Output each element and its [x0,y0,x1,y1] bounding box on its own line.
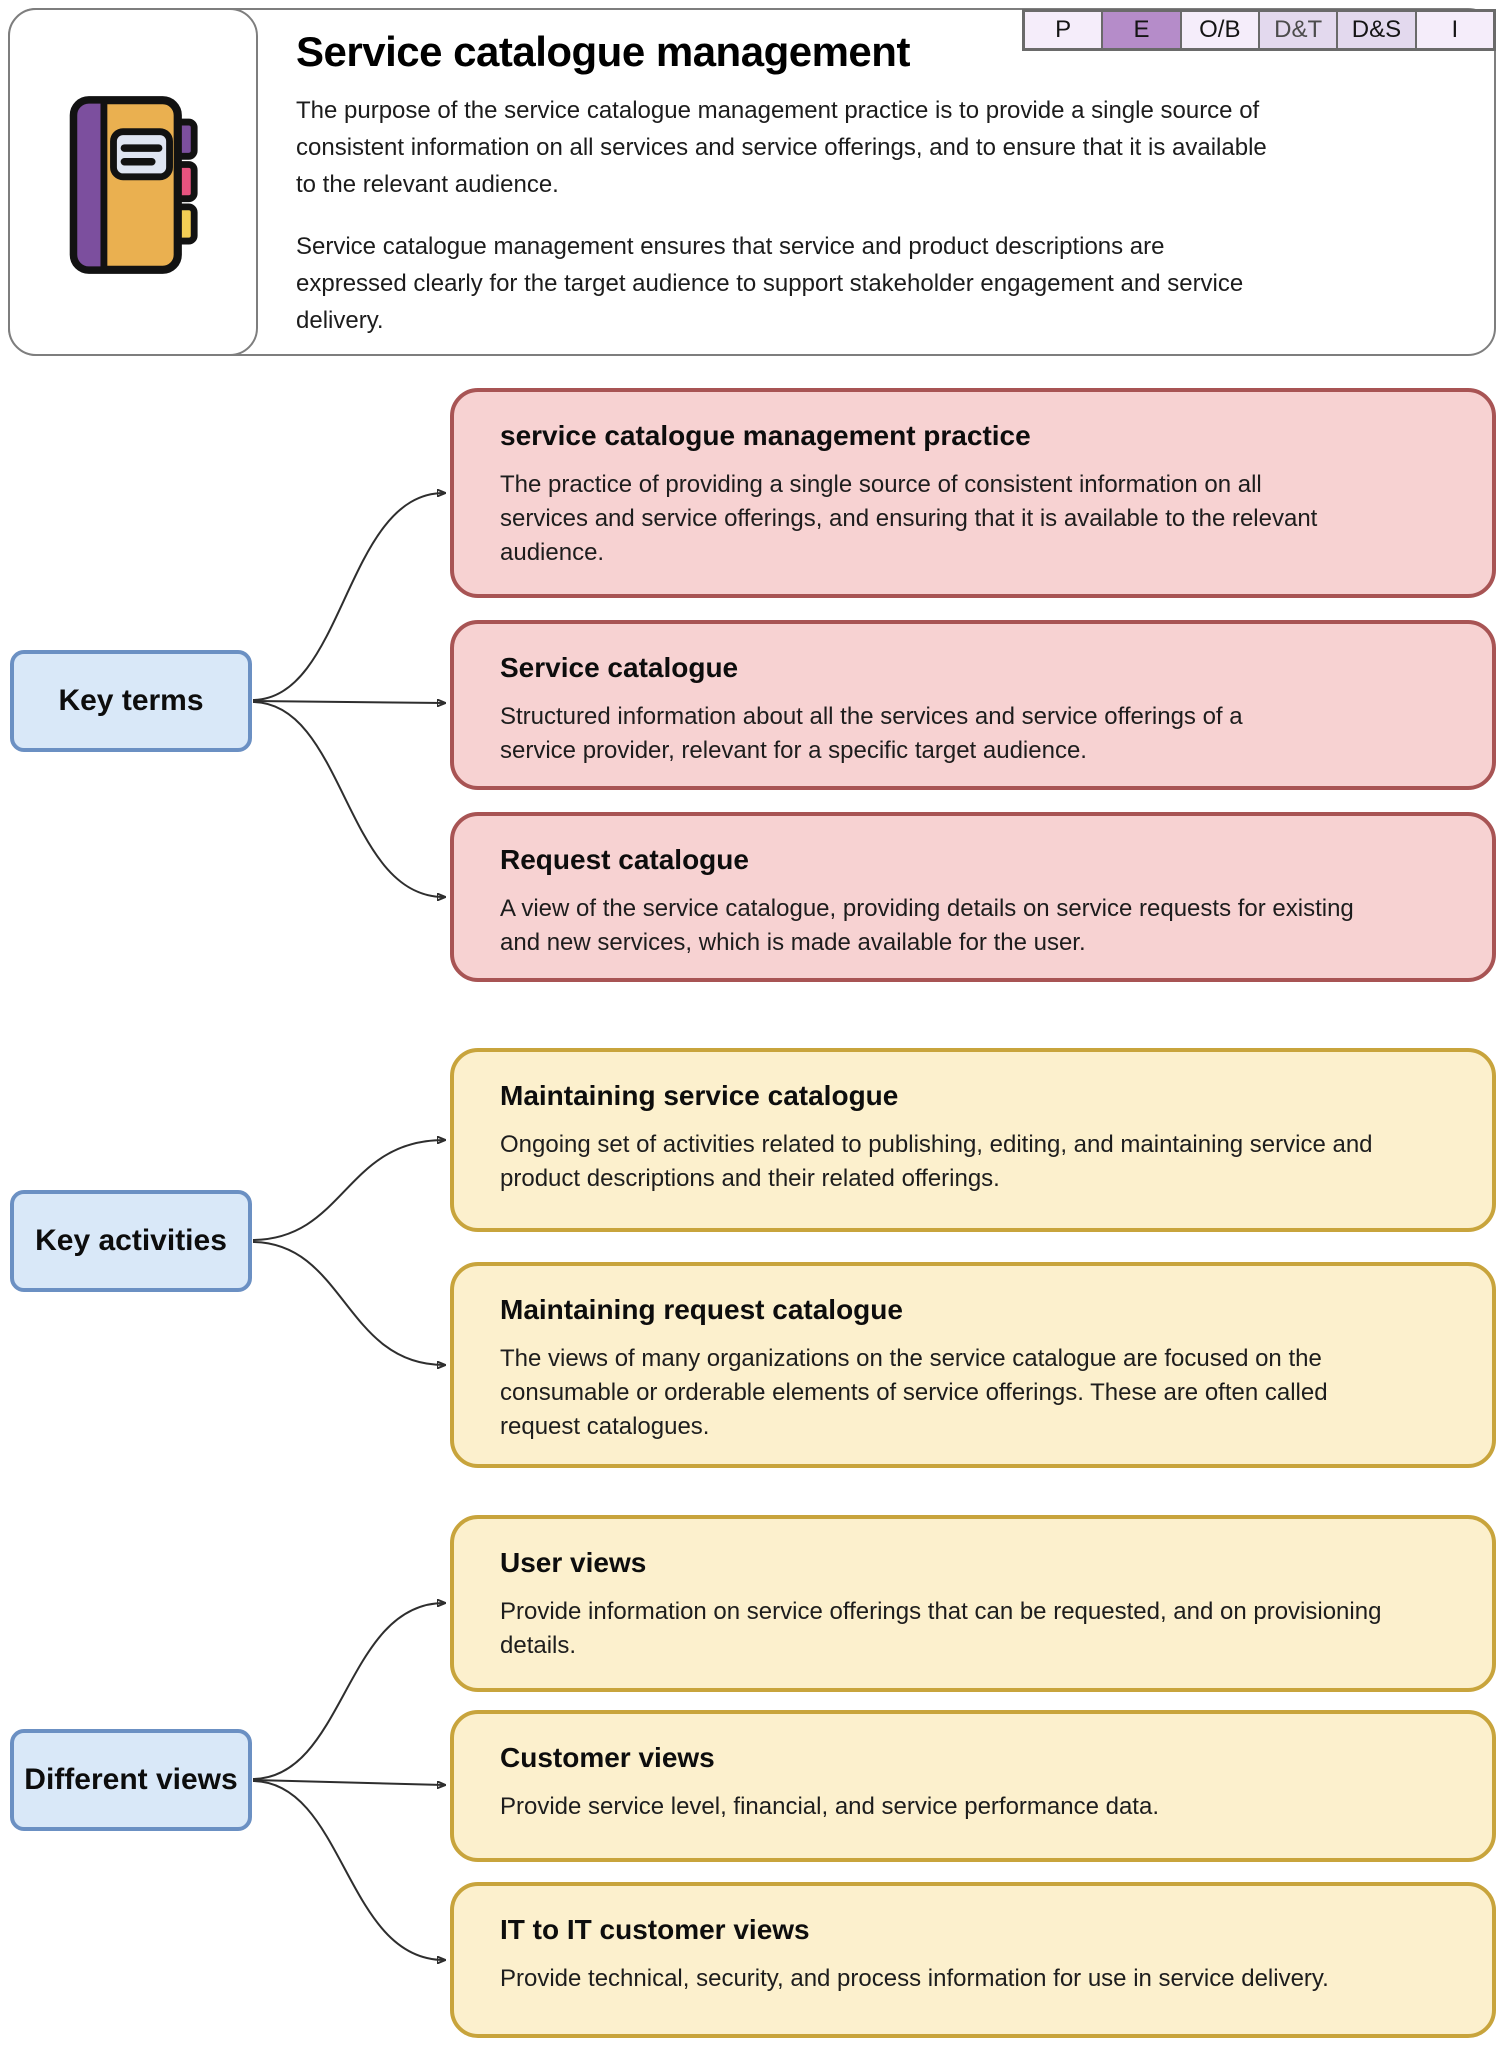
description-paragraph: Service catalogue management ensures tha… [296,233,1244,334]
value-chain-cell-deliver-support: D&S [1336,12,1415,48]
connector-different-views-to-customer-views [252,1779,444,1785]
value-chain-cell-improve: I [1414,12,1493,48]
section-label-key-terms: Key terms [10,650,252,752]
card-title: User views [500,1547,647,1578]
card-title: IT to IT customer views [500,1914,810,1945]
card-customer-views: Customer views Provide service level, fi… [450,1710,1496,1862]
connector-key-terms-to-practice [252,493,444,701]
page-title: Service catalogue management [296,28,910,75]
card-body: The practice of providing a single sourc… [500,471,1318,566]
connector-key-terms-to-request-catalogue [252,701,444,897]
value-chain-table: P E O/B D&T D&S I [1022,9,1496,51]
card-title: Customer views [500,1742,715,1773]
card-user-views: User views Provide information on servic… [450,1515,1496,1692]
card-title: Maintaining request catalogue [500,1294,903,1325]
card-title: Request catalogue [500,844,749,875]
purpose-paragraph: The purpose of the service catalogue man… [296,97,1267,198]
card-body: Provide service level, financial, and se… [500,1793,1159,1820]
card-service-catalogue-management-practice: service catalogue management practice Th… [450,388,1496,598]
value-chain-cell-engage: E [1101,12,1180,48]
connector-key-activities-to-maintaining-service [252,1140,444,1241]
icon-panel [8,8,258,356]
connector-different-views-to-itit-views [252,1780,444,1960]
card-body: Provide information on service offerings… [500,1598,1382,1659]
connector-different-views-to-user-views [252,1603,444,1780]
card-body: A view of the service catalogue, providi… [500,895,1354,956]
card-it-to-it-customer-views: IT to IT customer views Provide technica… [450,1882,1496,2038]
connector-key-activities-to-maintaining-request [252,1241,444,1365]
value-chain-cell-design-transition: D&T [1257,12,1337,48]
section-label-key-activities: Key activities [10,1190,252,1292]
value-chain-cell-plan: P [1025,12,1102,48]
value-chain-cell-obtain-build: O/B [1179,12,1258,48]
card-body: Ongoing set of activities related to pub… [500,1131,1373,1192]
section-label-different-views: Different views [10,1729,252,1831]
card-service-catalogue: Service catalogue Structured information… [450,620,1496,790]
card-body: Provide technical, security, and process… [500,1965,1329,1992]
card-body: Structured information about all the ser… [500,703,1243,764]
card-maintaining-request-catalogue: Maintaining request catalogue The views … [450,1262,1496,1468]
catalogue-notebook-icon [69,96,198,274]
card-title: service catalogue management practice [500,420,1031,451]
card-maintaining-service-catalogue: Maintaining service catalogue Ongoing se… [450,1048,1496,1232]
connector-key-terms-to-service-catalogue [252,701,444,703]
card-title: Service catalogue [500,652,739,683]
card-body: The views of many organizations on the s… [500,1345,1328,1440]
card-title: Maintaining service catalogue [500,1080,899,1111]
card-request-catalogue: Request catalogue A view of the service … [450,812,1496,982]
